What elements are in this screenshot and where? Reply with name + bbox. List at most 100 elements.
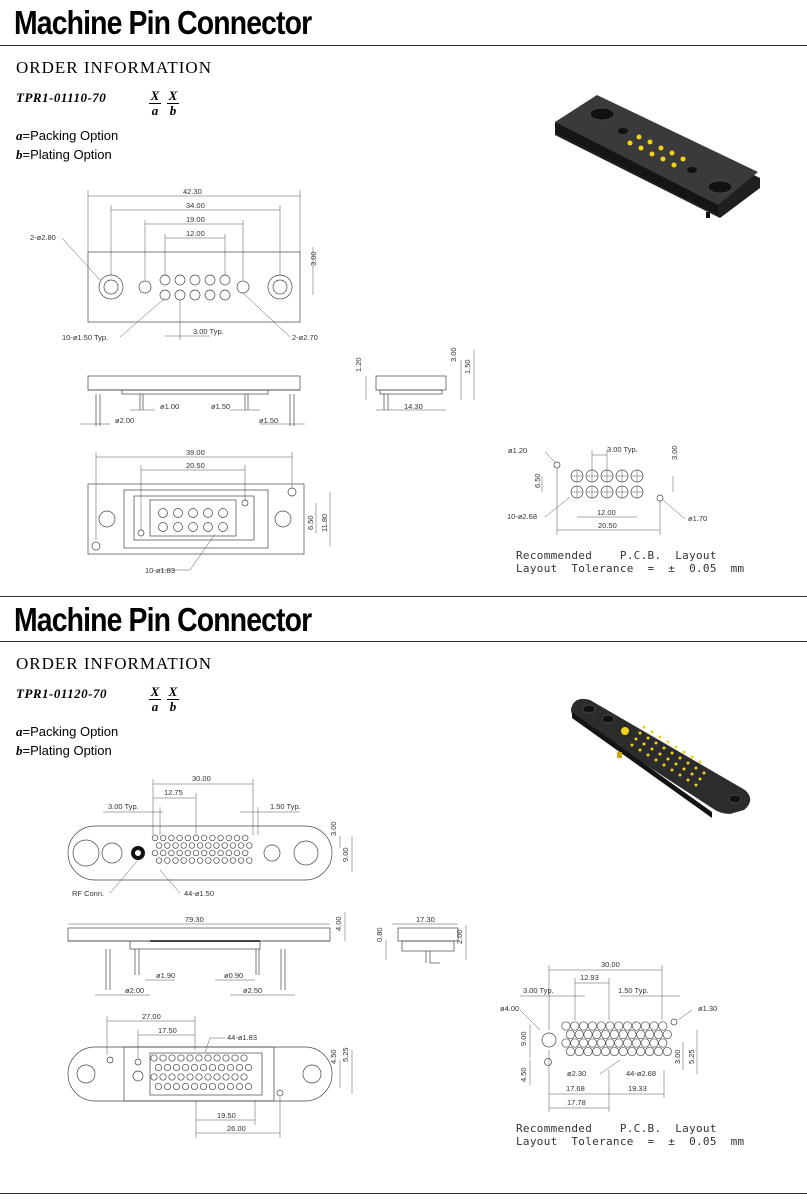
pin-hole [233, 834, 241, 842]
pin-hole [176, 849, 183, 857]
pin-hole [233, 849, 241, 857]
svg-text:44-ø1.83: 44-ø1.83 [227, 1033, 257, 1042]
pin-hole [229, 857, 237, 864]
pin-hole [184, 834, 191, 842]
section-2-part-number: TPR1-01120-70 [16, 686, 107, 701]
svg-text:19.33: 19.33 [628, 1084, 647, 1093]
pin-hole [587, 1038, 597, 1048]
section-2-gold-pins [630, 725, 706, 787]
pin-hole [213, 842, 220, 849]
svg-text:ø1.90: ø1.90 [156, 971, 175, 980]
svg-text:5.25: 5.25 [341, 1047, 350, 1062]
pin-hole [209, 834, 216, 842]
section-1-option-b: b=Plating Option [16, 147, 112, 162]
pin-hole [168, 834, 175, 842]
pin-hole [229, 842, 237, 849]
svg-text:0.80: 0.80 [375, 927, 384, 942]
svg-text:ø1.50: ø1.50 [211, 402, 230, 411]
svg-text:34.00: 34.00 [186, 201, 205, 210]
svg-text:12.75: 12.75 [164, 788, 183, 797]
pin-hole [605, 1038, 615, 1048]
pin-hole [235, 1063, 244, 1072]
pin-hole [246, 842, 253, 849]
pin-hole [240, 1073, 248, 1081]
pin-hole [645, 1029, 655, 1040]
pin-hole [225, 849, 232, 857]
pin-hole [172, 857, 179, 864]
svg-text:26.00: 26.00 [227, 1124, 246, 1133]
pin-hole [618, 1029, 628, 1040]
pin-hole [235, 1082, 244, 1091]
section-1-end-view: 1.20 3.00 1.50 14.30 [354, 347, 475, 411]
pin-hole [150, 1054, 158, 1062]
pin-hole [645, 1046, 655, 1057]
pin-hole [627, 1046, 637, 1057]
pin-hole [596, 1021, 606, 1031]
svg-text:ø2.50: ø2.50 [243, 986, 262, 995]
pin-hole [649, 1038, 659, 1048]
svg-text:1.50 Typ.: 1.50 Typ. [618, 986, 649, 995]
pin-hole [204, 1054, 212, 1062]
pin-hole [609, 1046, 619, 1057]
pin-hole [601, 1029, 611, 1040]
pin-hole [601, 1046, 611, 1057]
section-1-pcb-note: Recommended P.C.B. Layout Layout Toleran… [516, 549, 745, 575]
pin-hole [237, 857, 245, 864]
pin-hole [640, 1038, 650, 1048]
pin-hole [662, 1046, 672, 1057]
pin-hole [196, 842, 204, 849]
pin-hole [160, 849, 167, 857]
pin-hole [201, 849, 208, 857]
pin-hole [192, 834, 200, 842]
pin-hole [150, 1073, 158, 1081]
svg-text:ø1.30: ø1.30 [698, 1004, 717, 1013]
pin-hole [172, 1082, 181, 1091]
pin-hole [180, 857, 187, 864]
pin-hole [570, 1038, 580, 1048]
svg-text:3.00 Typ.: 3.00 Typ. [523, 986, 554, 995]
svg-text:20.50: 20.50 [186, 461, 205, 470]
pin-hole [242, 834, 249, 842]
svg-text:3.00 Typ.: 3.00 Typ. [607, 445, 638, 454]
svg-text:2-ø2.70: 2-ø2.70 [292, 333, 318, 342]
pin-hole [618, 1046, 628, 1057]
pin-hole [592, 1029, 602, 1040]
pin-hole [163, 1063, 172, 1072]
svg-text:6.50: 6.50 [306, 515, 315, 530]
pin-hole [172, 842, 179, 849]
section-1-top-view: 42.30 34.00 19.00 12.00 3.00 2-ø2.80 10-… [30, 187, 318, 342]
pin-hole [244, 1082, 253, 1091]
pin-hole [609, 1029, 619, 1040]
svg-text:ø4.00: ø4.00 [500, 1004, 519, 1013]
svg-text:27.00: 27.00 [142, 1012, 161, 1021]
pin-hole [181, 1063, 190, 1072]
pin-hole [154, 1082, 163, 1091]
pin-hole [213, 857, 220, 864]
svg-text:10-ø1.50 Typ.: 10-ø1.50 Typ. [62, 333, 108, 342]
svg-text:14.30: 14.30 [404, 402, 423, 411]
pin-hole [221, 842, 228, 849]
pin-hole [176, 834, 183, 842]
section-1-bottom-view: 39.00 20.50 6.50 11.80 10-ø1.83 [87, 448, 331, 575]
section-1-order-heading: ORDER INFORMATION [16, 58, 212, 77]
pin-hole [237, 842, 245, 849]
svg-text:2-ø2.80: 2-ø2.80 [30, 233, 56, 242]
pin-hole [204, 1073, 212, 1081]
pin-hole [151, 849, 159, 857]
pin-hole [186, 1054, 194, 1062]
pin-hole [623, 1038, 633, 1048]
dim-42-30: 42.30 [183, 187, 202, 196]
pin-hole [217, 1082, 226, 1091]
svg-text:17.78: 17.78 [567, 1098, 586, 1107]
pin-hole [605, 1021, 615, 1031]
svg-text:ø2.00: ø2.00 [115, 416, 134, 425]
pin-hole [168, 1054, 176, 1062]
pin-hole [205, 857, 212, 864]
pin-hole [213, 1073, 221, 1081]
pin-hole [222, 1054, 230, 1062]
section-2-rule [0, 641, 807, 642]
